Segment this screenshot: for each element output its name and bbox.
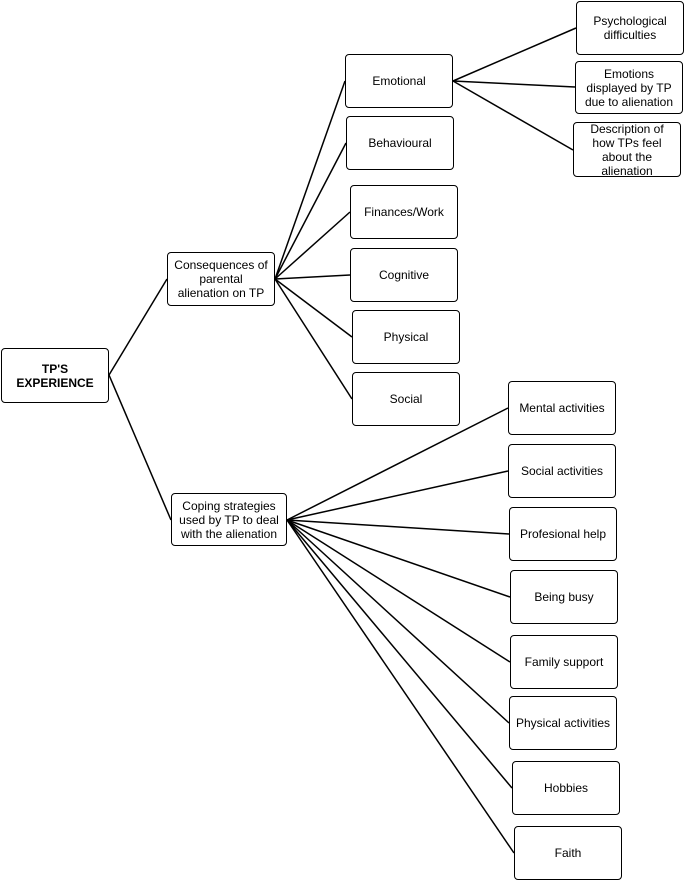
hobbies-node: Hobbies (512, 761, 620, 815)
behavioural-node: Behavioural (346, 116, 454, 170)
edge-emotional-psych (452, 27, 577, 82)
edge-consequences-finances (274, 211, 351, 280)
profesional-help-node: Profesional help (509, 507, 617, 561)
coping-node: Coping strategies used by TP to deal wit… (171, 493, 287, 546)
root-node: TP'S EXPERIENCE (1, 348, 109, 403)
consequences-node: Consequences of parental alienation on T… (167, 252, 275, 306)
cognitive-node: Cognitive (350, 248, 458, 302)
edge-consequences-physical (274, 278, 353, 338)
edge-coping-family (286, 519, 511, 663)
emotions-displayed-node: Emotions displayed by TP due to alienati… (575, 61, 683, 114)
edge-coping-busy (286, 519, 511, 598)
description-feelings-node: Description of how TPs feel about the al… (573, 122, 681, 178)
edge-coping-profesional (286, 519, 510, 535)
family-support-node: Family support (510, 635, 618, 689)
physical-node: Physical (352, 310, 460, 364)
social-node: Social (352, 372, 460, 426)
edge-emotional-description (452, 80, 574, 151)
mental-activities-node: Mental activities (508, 381, 616, 435)
edge-emotional-emotions (452, 80, 576, 88)
edge-consequences-social (274, 278, 353, 400)
finances-node: Finances/Work (350, 185, 458, 239)
edge-coping-social (286, 470, 509, 521)
edge-coping-hobbies (286, 519, 513, 789)
edge-coping-faith (286, 519, 515, 854)
edge-coping-mental (286, 407, 509, 521)
physical-activities-node: Physical activities (509, 696, 617, 750)
edge-consequences-emotional (274, 80, 346, 280)
psychological-difficulties-node: Psychological difficulties (576, 1, 684, 55)
edge-coping-physical (286, 519, 510, 724)
edge-root-coping (108, 374, 172, 521)
edge-root-consequences (108, 278, 168, 376)
faith-node: Faith (514, 826, 622, 880)
emotional-node: Emotional (345, 54, 453, 108)
social-activities-node: Social activities (508, 444, 616, 498)
edge-consequences-cognitive (274, 274, 351, 280)
edge-consequences-behavioural (274, 142, 347, 280)
being-busy-node: Being busy (510, 570, 618, 624)
